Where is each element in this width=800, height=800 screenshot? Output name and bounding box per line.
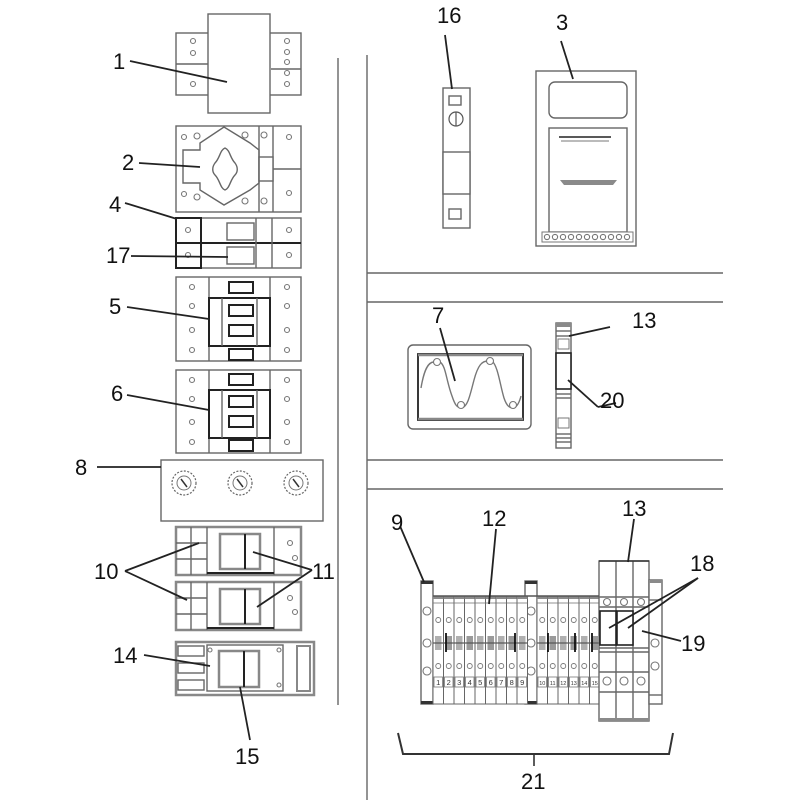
potentiometer-panel (160, 459, 324, 522)
wire-duct-lines (337, 55, 723, 800)
terminal-block: 5 (474, 595, 486, 705)
callout-14: 14 (113, 643, 137, 668)
timer-relay (174, 640, 316, 697)
terminal-number: 7 (499, 678, 503, 687)
relay-upper (174, 525, 303, 577)
signal-display (407, 344, 532, 430)
callout-7: 7 (432, 303, 444, 328)
callout-11: 11 (312, 559, 335, 584)
circuit-breaker (442, 87, 471, 229)
contactor-upper (175, 276, 302, 362)
callout-18: 18 (690, 551, 714, 576)
callout-21: 21 (521, 769, 545, 794)
callout-8: 8 (75, 455, 87, 480)
terminal-block: 9 (516, 595, 528, 705)
terminal-number: 11 (550, 681, 556, 687)
terminal-block: 10 (536, 595, 548, 705)
terminal-number: 1 (436, 678, 440, 687)
terminal-block: 2 (443, 595, 455, 705)
callout-5: 5 (109, 294, 121, 319)
terminal-number: 4 (468, 678, 472, 687)
callout-10: 10 (94, 559, 118, 584)
terminal-block: 14 (578, 595, 590, 705)
terminal-block: 4 (464, 595, 476, 705)
callout-labels: 1 2 3 4 5 6 7 8 9 10 11 12 13 13 14 15 1… (75, 3, 714, 794)
assembly-bracket (397, 732, 674, 755)
terminal-block: 12 (557, 595, 569, 705)
contactor-lower (175, 369, 302, 454)
relay-lower (174, 580, 303, 632)
terminal-block-group-right: 10 11 12 13 14 15 (536, 595, 601, 705)
callout-1: 1 (113, 49, 125, 74)
callout-16: 16 (437, 3, 461, 28)
callout-13-upper: 13 (632, 308, 656, 333)
terminal-number: 12 (560, 681, 566, 687)
callout-6: 6 (111, 381, 123, 406)
end-clamp (420, 580, 434, 705)
callout-2: 2 (122, 150, 134, 175)
callout-19: 19 (681, 631, 705, 656)
fuse-terminal-group (598, 560, 650, 722)
terminal-number: 15 (592, 681, 598, 687)
fuse-block (175, 217, 302, 269)
single-terminal (555, 322, 572, 449)
callout-9: 9 (391, 510, 403, 535)
callout-15: 15 (235, 744, 259, 769)
potentiometer-knob (283, 470, 309, 496)
potentiometer-knob (227, 470, 253, 496)
callout-12: 12 (482, 506, 506, 531)
callout-4: 4 (109, 192, 121, 217)
callout-3: 3 (556, 10, 568, 35)
leader-lines (97, 34, 699, 741)
potentiometer-knob (171, 470, 197, 496)
terminal-block: 7 (495, 595, 507, 705)
terminal-block: 13 (568, 595, 580, 705)
callout-20: 20 (600, 388, 624, 413)
terminal-block: 6 (485, 595, 497, 705)
terminal-number: 13 (571, 681, 577, 687)
terminal-number: 10 (539, 681, 545, 687)
callout-13-lower: 13 (622, 496, 646, 521)
terminal-number: 6 (489, 678, 493, 687)
terminal-block: 1 (432, 595, 444, 705)
main-disconnect-switch (175, 125, 302, 213)
transformer (175, 13, 302, 114)
terminal-number: 5 (478, 678, 482, 687)
controller-terminals (541, 231, 634, 243)
terminal-number: 8 (510, 678, 514, 687)
callout-17: 17 (106, 243, 130, 268)
terminal-number: 3 (457, 678, 461, 687)
controller-module (535, 70, 637, 247)
terminal-block: 11 (547, 595, 559, 705)
terminal-block: 3 (453, 595, 465, 705)
terminal-number: 9 (520, 678, 524, 687)
terminal-number: 14 (581, 681, 587, 687)
terminal-number: 2 (447, 678, 451, 687)
